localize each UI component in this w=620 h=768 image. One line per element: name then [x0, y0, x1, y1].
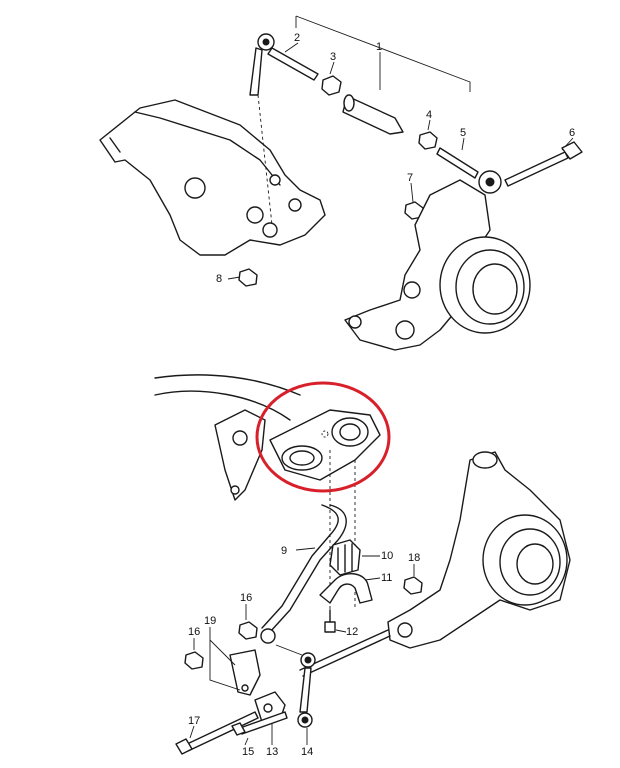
bolt-15: [231, 711, 288, 746]
adjuster-sleeve-1: [342, 94, 404, 135]
ball-joint-2: [249, 33, 319, 226]
callout-4: 4: [426, 109, 433, 121]
tie-rod-end-5: [436, 147, 502, 194]
subframe: [154, 374, 301, 501]
callout-11: 11: [381, 572, 393, 584]
link-rod-14: [275, 629, 391, 745]
nut-18: [403, 564, 423, 595]
bolt-6: [504, 141, 583, 187]
nut-8: [238, 268, 258, 287]
callout-8: 8: [216, 273, 223, 285]
nuts-16: [184, 604, 258, 670]
nut-3: [321, 75, 342, 96]
callout-16-upper: 16: [240, 592, 253, 604]
highlight-circle: [255, 381, 391, 493]
callout-6: 6: [569, 127, 576, 139]
nut-4: [418, 131, 438, 150]
callout-13: 13: [266, 746, 279, 758]
callout-18: 18: [408, 552, 421, 564]
callout-3: 3: [330, 51, 337, 63]
stabilizer-bar-9: [260, 504, 347, 644]
callout-9: 9: [281, 545, 288, 557]
bushing-10: [329, 539, 380, 576]
callout-7: 7: [407, 172, 414, 184]
lower-knuckle: [387, 451, 571, 649]
callout-12: 12: [346, 626, 359, 638]
upper-knuckle: [344, 179, 531, 351]
callout-5: 5: [460, 127, 467, 139]
plate-19: [209, 627, 261, 696]
upper-control-arm: [99, 99, 326, 256]
bolt-17: [175, 711, 259, 755]
clamp-11: [319, 573, 381, 604]
tie-rod-bracket-lines: [227, 15, 574, 280]
stabilizer-bracket: [269, 409, 381, 630]
callout-17: 17: [188, 715, 201, 727]
callout-15: 15: [242, 746, 255, 758]
callout-14: 14: [301, 746, 314, 758]
callout-16-lower: 16: [188, 626, 201, 638]
callout-2: 2: [294, 32, 301, 44]
callout-10: 10: [381, 550, 394, 562]
callout-19: 19: [204, 615, 217, 627]
callout-1: 1: [376, 41, 383, 53]
bolt-12: [324, 609, 347, 633]
